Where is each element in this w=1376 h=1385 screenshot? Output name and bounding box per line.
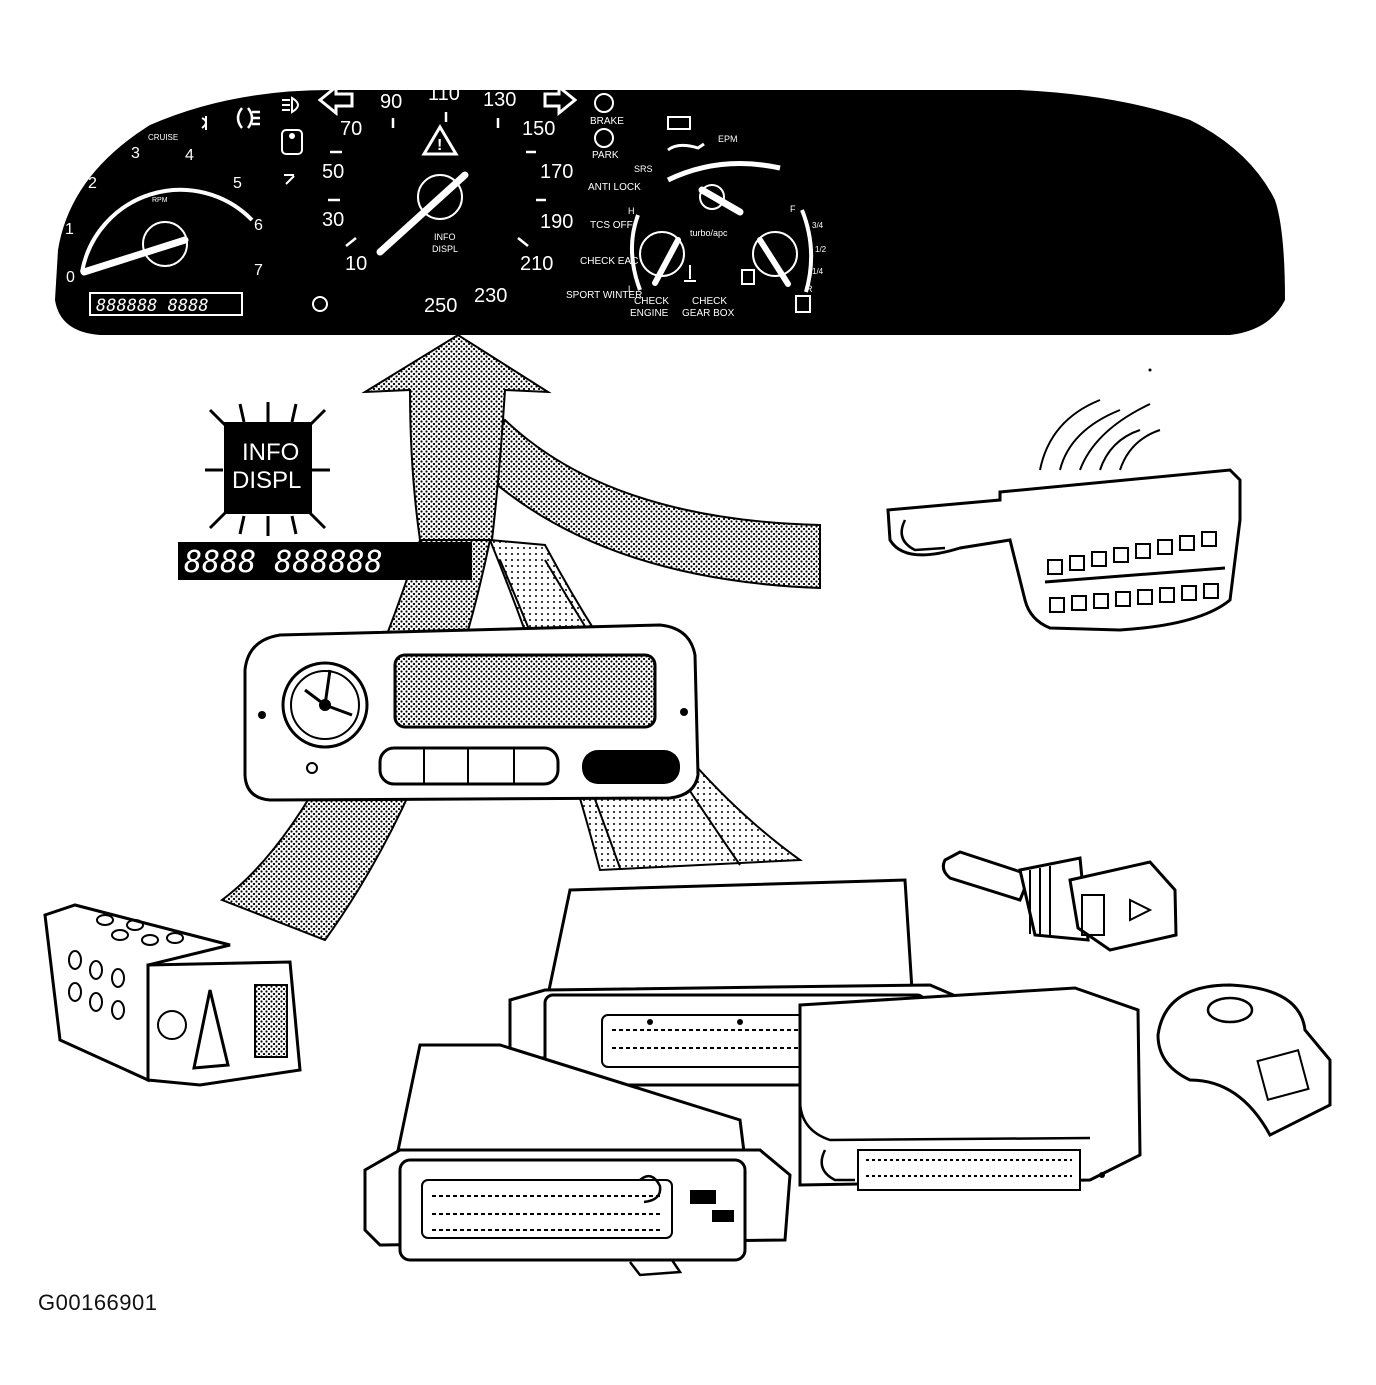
climate-control-panel [243, 623, 700, 802]
tach-tick-3: 3 [131, 145, 140, 162]
knock-sensor [1156, 983, 1332, 1137]
turbo-apc-label: turbo/apc [690, 228, 728, 238]
speed-tick-150: 150 [522, 118, 555, 140]
coolant-temp-icon [684, 265, 696, 282]
fuel-mark-12: 1/2 [815, 245, 827, 254]
control-module-left [363, 1043, 792, 1277]
diagnostic-connector [886, 399, 1242, 632]
figure-id: G00166901 [38, 1290, 158, 1315]
info-button-line2: DISPL [232, 467, 301, 494]
tach-tick-0: 0 [66, 269, 75, 286]
brake-indicator: BRAKE [590, 116, 624, 127]
srs-label: SRS [634, 164, 653, 174]
code-display-digits: 8888 888888 [184, 545, 383, 580]
right-gauges: SRS EPM turbo/apc H L F 3/4 1/2 1/4 R CH… [628, 116, 827, 319]
fuel-reserve-icon [795, 295, 811, 313]
check-eac-indicator: CHECK EAC [580, 256, 638, 267]
fuel-mark-r: R [806, 284, 813, 294]
check-gearbox-label-1: CHECK [692, 296, 727, 307]
low-fuel-small-icon [284, 174, 295, 185]
hazard-switch [43, 903, 302, 1087]
epm-label: EPM [718, 134, 738, 144]
control-module-right [798, 986, 1142, 1191]
battery-icon [667, 116, 691, 130]
cluster-info-label: INFO [434, 232, 456, 242]
speed-tick-10: 10 [345, 253, 367, 275]
info-displ-button: INFO DISPL [205, 402, 330, 536]
rpm-label: RPM [152, 197, 168, 204]
fuel-mark-f: F [790, 204, 796, 214]
fuel-mark-34: 3/4 [812, 221, 824, 230]
tach-tick-4: 4 [185, 147, 194, 164]
seatbelt-icon [281, 129, 303, 155]
cluster-displ-label: DISPL [432, 244, 458, 254]
cruise-label: CRUISE [148, 133, 178, 142]
temp-mark-l: L [628, 284, 633, 294]
speed-tick-50: 50 [322, 161, 344, 183]
speedometer: 90 110 130 70 150 50 170 30 190 10 210 2… [312, 83, 573, 317]
speed-tick-250: 250 [424, 295, 457, 317]
anti-lock-indicator: ANTI LOCK [588, 182, 641, 193]
tach-tick-5: 5 [233, 175, 242, 192]
tach-tick-7: 7 [254, 262, 263, 279]
speed-tick-190: 190 [540, 211, 573, 233]
tcs-off-indicator: TCS OFF [590, 220, 633, 231]
check-engine-label-1: CHECK [634, 296, 669, 307]
connector-pins [1047, 531, 1219, 613]
tach-tick-2: 2 [88, 175, 97, 192]
temp-mark-h: H [628, 206, 635, 216]
svg-text:!: ! [437, 137, 442, 154]
speed-tick-30: 30 [322, 209, 344, 231]
speed-tick-210: 210 [520, 253, 553, 275]
speed-tick-90: 90 [380, 91, 402, 113]
headlight-icon [201, 116, 207, 130]
info-button-line1: INFO [242, 439, 299, 466]
speed-tick-70: 70 [340, 118, 362, 140]
instrument-cluster: 0 1 2 3 4 5 6 7 CRUISE RPM 888888 8888 [55, 83, 1285, 335]
coolant-temp-sensor [941, 850, 1178, 952]
check-gearbox-label-2: GEAR BOX [682, 308, 735, 319]
left-turn-arrow-icon [317, 83, 354, 117]
tach-tick-6: 6 [254, 217, 263, 234]
tach-tick-1: 1 [65, 221, 74, 238]
high-beam-icon [282, 96, 299, 114]
check-engine-label-2: ENGINE [630, 308, 669, 319]
speed-tick-170: 170 [540, 161, 573, 183]
odometer: 888888 8888 [89, 292, 243, 316]
fuel-pump-icon [741, 269, 755, 285]
sport-winter-indicator: SPORT WINTER [566, 290, 642, 301]
right-turn-arrow-icon [543, 83, 578, 117]
speed-tick-110: 110 [428, 83, 460, 105]
fog-light-icon [236, 107, 260, 129]
speed-tick-130: 130 [483, 89, 516, 111]
indicator-lights: BRAKE PARK ANTI LOCK TCS OFF CHECK EAC S… [566, 93, 642, 301]
oil-pressure-icon [667, 142, 705, 152]
code-display: 8888 888888 [178, 542, 472, 580]
speed-tick-230: 230 [474, 285, 507, 307]
odometer-digits: 888888 8888 [96, 296, 209, 316]
tachometer: 0 1 2 3 4 5 6 7 CRUISE RPM [65, 133, 263, 286]
park-indicator: PARK [592, 150, 619, 161]
fuel-mark-14: 1/4 [812, 267, 824, 276]
